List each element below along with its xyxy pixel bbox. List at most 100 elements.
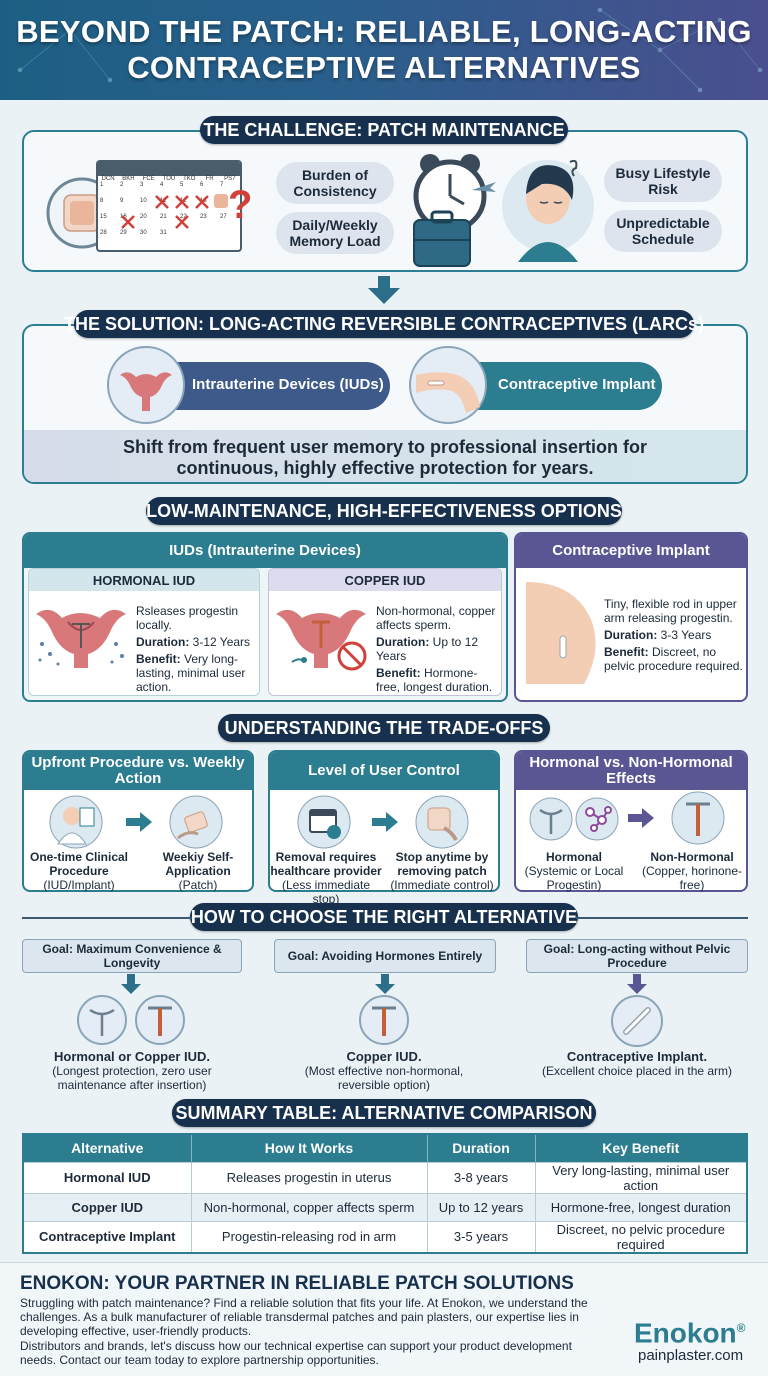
calendar-date: 22: [180, 214, 187, 220]
calendar-date: 30: [140, 230, 147, 236]
statement-line-2: continuous, highly effective protection …: [176, 458, 594, 478]
implant-duration: 3-3 Years: [660, 628, 712, 642]
copper-iud-benefit: Hormone-free, longest duration.: [376, 666, 493, 694]
tradeoff-procedure-right: Weekiy Self-Application (Patch): [146, 850, 250, 892]
arm-implant-icon: [526, 582, 596, 684]
tradeoff-left-sub: (Less immediate stop): [281, 878, 371, 906]
result-convenience: Hormonal or Copper IUD. (Longest protect…: [22, 1050, 242, 1093]
tradeoff-left-bold: Removal requires healthcare provider: [270, 850, 382, 878]
footer-title: ENOKON: YOUR PARTNER IN RELIABLE PATCH S…: [20, 1273, 574, 1294]
solution-title: THE SOLUTION: LONG-ACTING REVERSIBLE CON…: [64, 310, 704, 338]
table-cell: Very long-lasting, minimal user action: [535, 1161, 748, 1193]
hormonal-uterus-icon: [36, 609, 126, 668]
alarm-clock-suitcase-icon: [413, 154, 496, 267]
table-header: How It Works: [191, 1134, 428, 1162]
patch-removal-icon: [415, 795, 469, 849]
implant-option-label: Contraceptive Implant: [498, 376, 656, 393]
website-link[interactable]: painplaster.com: [638, 1347, 744, 1364]
table-row: Contraceptive Implant Progestin-releasin…: [23, 1220, 748, 1253]
iud-card-header: IUDs (Intrauterine Devices): [24, 534, 506, 568]
hormonal-iud-desc: Rsleases progestin locally.: [136, 604, 239, 632]
hormonal-iud-icon: [77, 995, 127, 1045]
summary-title: SUMMARY TABLE: ALTERNATIVE COMPARISON: [172, 1099, 596, 1127]
result-bold: Copper IUD.: [346, 1049, 422, 1064]
table-cell: Discreet, no pelvic procedure required: [535, 1220, 748, 1253]
caption-memory-load: Daily/Weekly Memory Load: [276, 212, 394, 254]
calendar-day: FCE: [142, 176, 155, 182]
summary-table: Alternative How It Works Duration Key Be…: [22, 1133, 748, 1254]
copper-iud-icon: [359, 995, 409, 1045]
implant-benefit: Discreet, no pelvic procedure required.: [604, 645, 743, 673]
calendar-date: 15: [100, 214, 107, 220]
statement-line-1: Shift from frequent user memory to profe…: [122, 437, 648, 457]
table-row: Copper IUD Non-hormonal, copper affects …: [23, 1192, 748, 1221]
footer-paragraph-1: Struggling with patch maintenance? Find …: [20, 1296, 588, 1338]
hormonal-iud-benefit: Very long-lasting, minimal user action.: [136, 652, 246, 694]
choose-divider: [22, 917, 192, 919]
molecule-icon: [575, 797, 619, 841]
table-header: Alternative: [23, 1134, 192, 1162]
result-sub: (Most effective non-hormonal, reversible…: [304, 1064, 464, 1092]
calendar-day: TKO: [183, 176, 196, 182]
tradeoff-right-sub: (Immediate control): [390, 878, 494, 892]
options-title: LOW-MAINTENANCE, HIGH-EFFECTIVENESS OPTI…: [146, 497, 622, 525]
duration-label: Duration:: [376, 635, 430, 649]
brand-name: Enokon: [634, 1317, 737, 1349]
benefit-label: Benefit:: [136, 652, 181, 666]
solution-statement-band: [24, 430, 746, 482]
tradeoff-right-bold: Weekiy Self-Application: [162, 850, 234, 878]
table-header-row: Alternative How It Works Duration Key Be…: [23, 1134, 747, 1162]
benefit-label: Benefit:: [604, 645, 649, 659]
arrow-right-icon: [628, 808, 654, 828]
hormonal-iud-title: HORMONAL IUD: [29, 569, 259, 591]
patch-application-icon: [169, 795, 223, 849]
choose-divider: [576, 917, 748, 919]
table-header: Key Benefit: [535, 1134, 747, 1162]
result-sub: (Excellent choice placed in the arm): [541, 1064, 733, 1078]
copper-iud-icon: [671, 791, 725, 845]
copper-iud-text: Non-hormonal, copper affects sperm. Dura…: [376, 604, 500, 694]
footer-paragraph-2: Distributors and brands, let's discuss h…: [20, 1339, 572, 1367]
tradeoff-procedure-left: One-time Clinical Procedure (IUD/Implant…: [26, 850, 132, 892]
solution-statement: Shift from frequent user memory to profe…: [30, 437, 740, 479]
arrow-down-icon: [368, 276, 400, 304]
tradeoff-left-bold: Hormonal: [545, 850, 602, 864]
implant-desc: Tiny, flexible rod in upper arm releasin…: [604, 597, 737, 625]
calendar-day: PS7: [224, 176, 236, 182]
implant-card-header: Contraceptive Implant: [516, 534, 746, 568]
hormonal-iud-subcard: HORMONAL IUD: [28, 568, 260, 696]
doctor-icon: [49, 795, 103, 849]
caption-busy-lifestyle-risk: Busy Lifestyle Risk: [604, 160, 722, 202]
calendar-date: 1: [100, 182, 104, 188]
uterus-icon: [107, 346, 185, 424]
calendar-date: 20: [140, 214, 147, 220]
calendar-day: TOU: [162, 176, 176, 182]
table-cell: 3-5 years: [427, 1220, 536, 1253]
table-cell: Hormonal IUD: [23, 1161, 192, 1193]
arrow-right-icon: [372, 812, 398, 832]
tradeoff-right-sub: (Copper, horinone-free): [641, 864, 743, 892]
calendar-clock-icon: [297, 795, 351, 849]
calendar-date: 4: [160, 182, 164, 188]
result-bold: Contraceptive Implant.: [566, 1049, 708, 1064]
tradeoff-left-sub: (Systemic or Local Progestin): [524, 864, 624, 892]
calendar-day: FR: [205, 176, 214, 182]
goal-convenience: Goal: Maximum Convenience & Longevity: [22, 939, 242, 973]
calendar-date: 6: [200, 182, 204, 188]
title-line-1: BEYOND THE PATCH: RELIABLE, LONG-ACTING: [16, 14, 752, 49]
tradeoff-left-sub: (IUD/Implant): [43, 878, 115, 892]
title-line-2: CONTRACEPTIVE ALTERNATIVES: [127, 50, 641, 85]
duration-label: Duration:: [136, 635, 190, 649]
tradeoff-card-procedure-title: Upfront Procedure vs. Weekly Action: [24, 752, 252, 790]
iud-option-label: Intrauterine Devices (IUDs): [192, 376, 384, 393]
caption-unpredictable-schedule: Unpredictable Schedule: [604, 210, 722, 252]
calendar-date: 27: [220, 214, 227, 220]
table-row: Hormonal IUD Releases progestin in uteru…: [23, 1161, 748, 1193]
table-cell: Copper IUD: [23, 1192, 192, 1221]
tradeoff-hormonal-right: Non-Hormonal (Copper, horinone-free): [640, 850, 744, 892]
iud-option-pill: [150, 362, 390, 410]
calendar-date: 23: [200, 214, 207, 220]
tradeoff-hormonal-left: Hormonal (Systemic or Local Progestin): [516, 850, 632, 892]
